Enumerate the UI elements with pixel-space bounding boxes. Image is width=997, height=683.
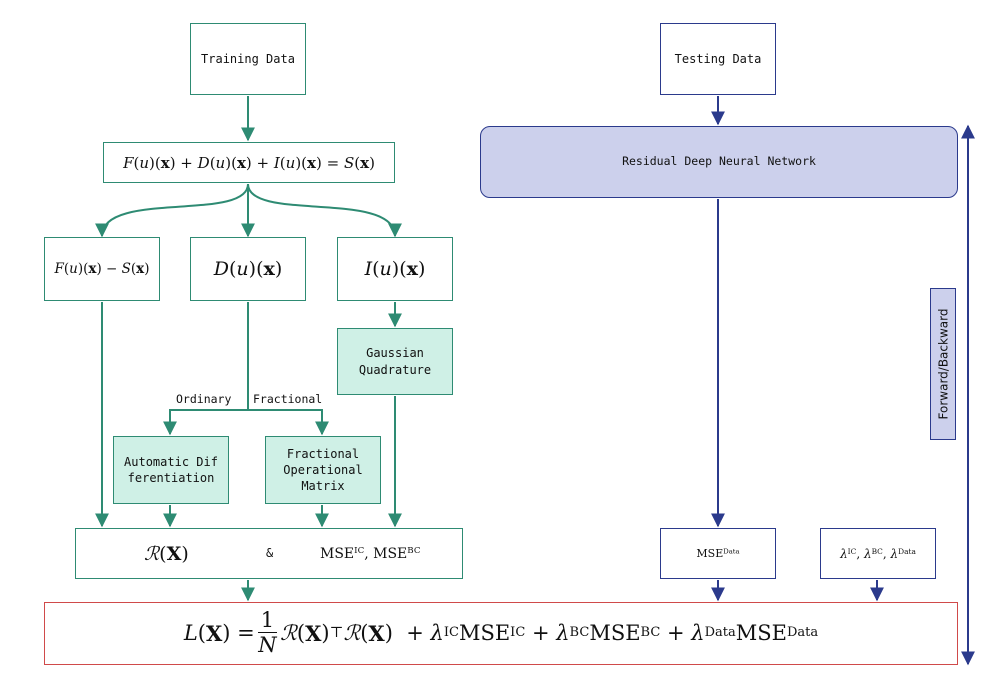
forward-backward-box: Forward/Backward <box>930 288 956 440</box>
mse-data-box: MSEData <box>660 528 776 579</box>
automatic-differentiation-label: Automatic Differentiation <box>124 454 218 485</box>
branch-middle-label: D(u)(x) <box>213 258 283 280</box>
testing-data-box: Testing Data <box>660 23 776 95</box>
lambdas-box: λIC, λBC, λData <box>820 528 936 579</box>
branch-middle-box: D(u)(x) <box>190 237 306 301</box>
fractional-operational-matrix-label: Fractional Operational Matrix <box>283 446 363 494</box>
gaussian-quadrature-label: Gaussian Quadrature <box>358 346 432 377</box>
testing-data-label: Testing Data <box>674 51 762 66</box>
lambdas-label: λIC, λBC, λData <box>840 546 916 561</box>
mse-ic-bc-term: MSEIC, MSEBC <box>320 545 421 562</box>
arrow-to-fractional-matrix <box>248 409 329 436</box>
branch-right-label: I(u)(x) <box>364 258 426 280</box>
training-data-box: Training Data <box>190 23 306 95</box>
residual-network-label: Residual Deep Neural Network <box>622 154 816 169</box>
arrow-equation-to-right <box>247 183 402 238</box>
residual-mse-box: ℛ(X) & MSEIC, MSEBC <box>75 528 463 579</box>
arrow-to-automatic-diff <box>163 409 248 436</box>
branch-left-box: F(u)(x) − S(x) <box>44 237 160 301</box>
branch-left-label: F(u)(x) − S(x) <box>54 261 150 277</box>
ordinary-label: Ordinary <box>176 392 232 406</box>
residual-network-box: Residual Deep Neural Network <box>480 126 958 198</box>
fractional-operational-matrix-box: Fractional Operational Matrix <box>265 436 381 504</box>
gaussian-quadrature-box: Gaussian Quadrature <box>337 328 453 395</box>
forward-backward-label: Forward/Backward <box>936 308 951 420</box>
arrow-equation-to-left <box>95 183 249 238</box>
branch-right-box: I(u)(x) <box>337 237 453 301</box>
fractional-label: Fractional <box>253 392 323 406</box>
ampersand-label: & <box>266 546 274 561</box>
residual-term: ℛ(X) <box>144 542 189 565</box>
governing-equation: F(u)(x) + D(u)(x) + I(u)(x) = S(x) <box>123 153 375 172</box>
mse-data-label: MSEData <box>696 547 740 560</box>
equation-box: F(u)(x) + D(u)(x) + I(u)(x) = S(x) <box>103 142 395 183</box>
training-data-label: Training Data <box>201 51 295 66</box>
automatic-differentiation-box: Automatic Differentiation <box>113 436 229 504</box>
